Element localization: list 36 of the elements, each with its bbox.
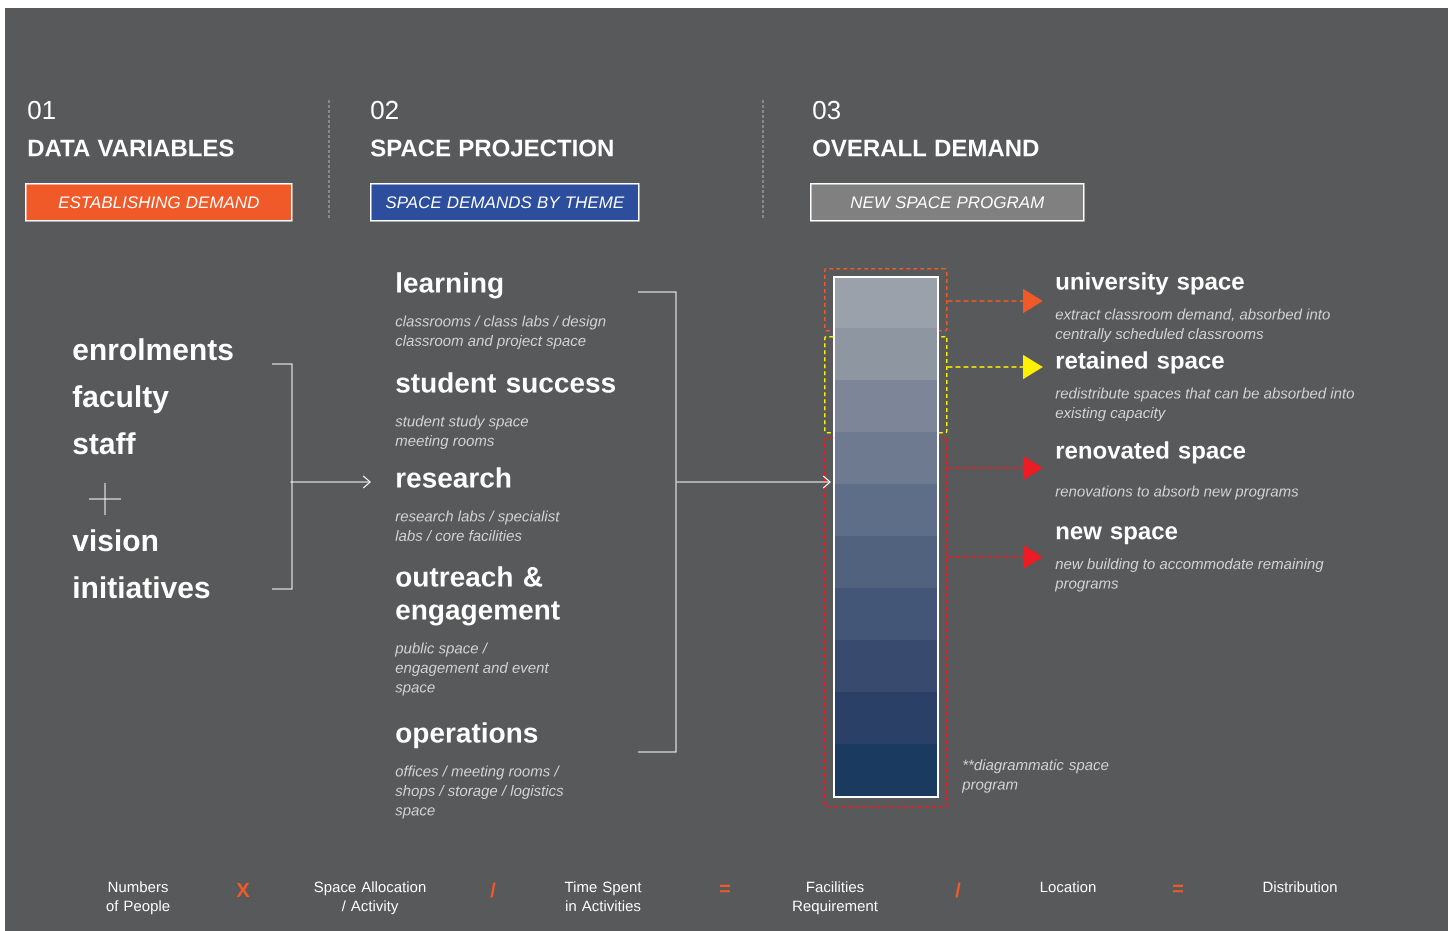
formula-term: Facilities Requirement (793, 881, 878, 915)
formula-term: Space Allocation / Activity (314, 881, 426, 915)
bracket (637, 291, 677, 753)
outcome-text: new space new building to accommodate remaining programs (1054, 526, 1324, 592)
section-heading: DATA VARIABLES (28, 139, 234, 157)
theme-text: outreach & engagement public space / engagement and event space (394, 566, 560, 696)
section-heading: SPACE PROJECTION (370, 139, 613, 157)
operator-sign: X (236, 883, 250, 897)
operator-sign: = (1173, 884, 1183, 893)
operator-sign: = (720, 884, 730, 893)
formula-term: Numbers of People (106, 881, 170, 915)
dashed-outline (824, 437, 948, 808)
operator-sign: / (490, 882, 496, 898)
formula-term: Distribution (1263, 881, 1337, 893)
banner: NEW SPACE PROGRAM (810, 183, 1085, 222)
outcome-text: university space extract classroom demand, absorbed into centrally scheduled classrooms (1055, 272, 1330, 343)
theme-text: student success student study space meeting rooms (395, 372, 615, 449)
note-text: **diagrammatic space program (961, 759, 1109, 793)
theme-text: learning classrooms / class labs / design classroom and project space (395, 272, 606, 349)
theme-text: research research labs / specialist labs / core facilities (395, 467, 560, 541)
banner: SPACE DEMANDS BY THEME (370, 183, 640, 222)
formula-term: Location (1040, 881, 1096, 893)
operator-sign: / (955, 882, 961, 898)
banner: ESTABLISHING DEMAND (25, 183, 293, 222)
theme-text: operations offices / meeting rooms / shops / storage / logistics space (395, 722, 564, 819)
space-bar (833, 276, 939, 798)
variable-list: enrolments faculty staff vision initiatives (72, 338, 233, 599)
outcome-text: renovated space renovations to absorb new programs (1055, 441, 1299, 500)
arrow (289, 475, 371, 489)
outcome-text: retained space redistribute spaces that can be absorbed into existing capacity (1055, 351, 1354, 422)
formula-term: Time Spent in Activities (564, 881, 642, 912)
section-number: 02 (371, 100, 398, 120)
section-number: 03 (813, 100, 840, 120)
arrow (675, 475, 831, 489)
section-heading: OVERALL DEMAND (813, 139, 1039, 157)
section-number: 01 (28, 100, 55, 120)
